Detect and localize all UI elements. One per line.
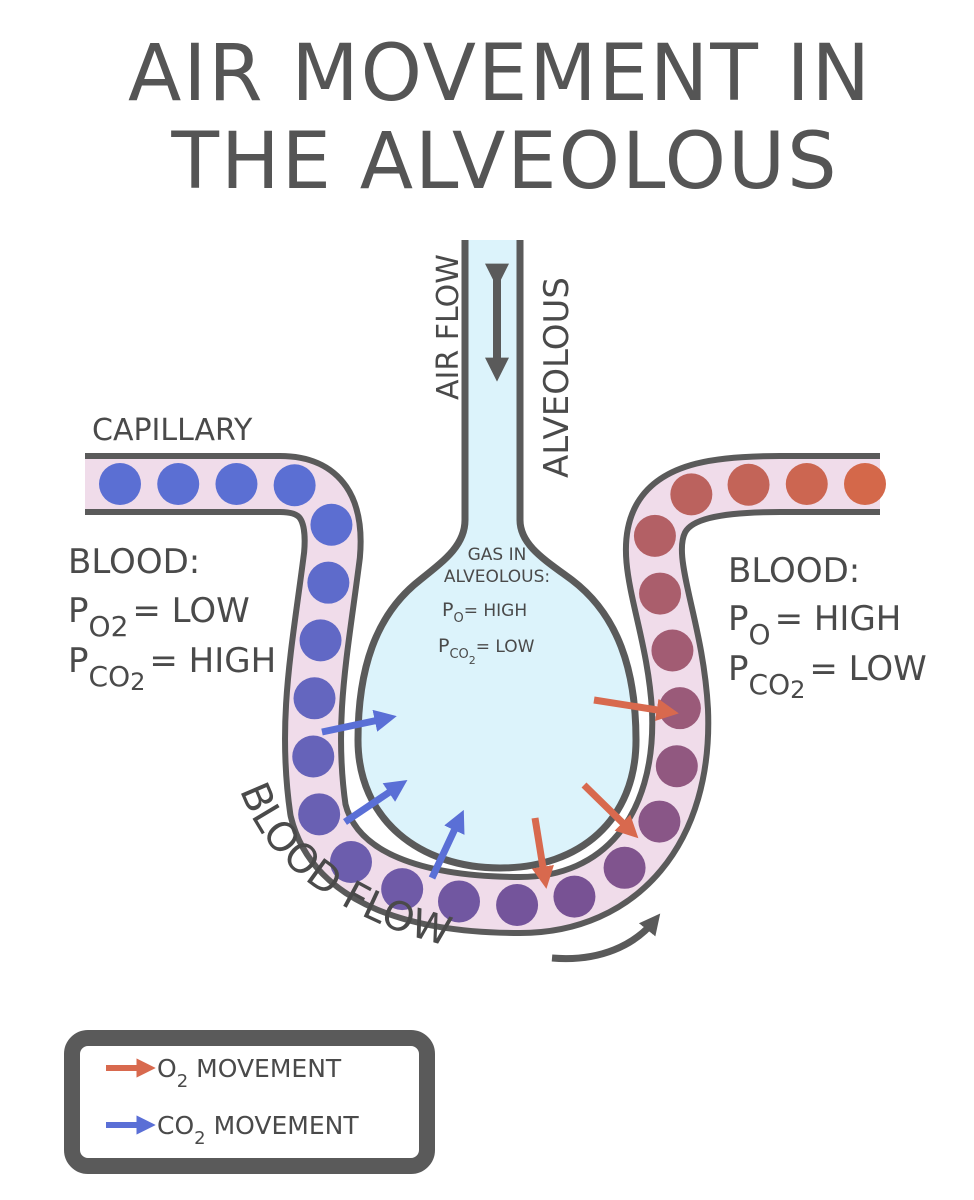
blood-cell [844, 463, 886, 505]
o2-arrow [593, 696, 679, 721]
blood-cell [670, 473, 713, 516]
legend-box [64, 1030, 435, 1174]
blood-cell [633, 514, 676, 557]
blood-cell [293, 677, 336, 720]
blood-cell [273, 464, 316, 507]
blood-cell [638, 800, 681, 843]
blood-cell [496, 883, 539, 926]
blood-left-text: BLOOD: PO2= LOW PCO2= HIGH [68, 542, 276, 696]
blood-cell [299, 619, 342, 662]
title-line-2: THE ALVEOLOUS [170, 117, 838, 207]
o2-arrow [531, 817, 554, 889]
blood-right-heading: BLOOD: [728, 551, 860, 591]
blood-cells [99, 463, 886, 926]
blood-cell [727, 463, 770, 506]
o2-arrow [581, 782, 639, 839]
alveolous-label: ALVEOLOUS [537, 277, 577, 478]
blood-cell [603, 846, 646, 889]
blood-cell [437, 880, 480, 923]
blood-cell [553, 875, 596, 918]
gas-p-o-line: PO= HIGH [442, 599, 527, 626]
blood-right-text: BLOOD: PO= HIGH PCO2= LOW [728, 551, 927, 704]
blood-right-pco2: PCO2= LOW [728, 649, 927, 704]
blood-cell [307, 561, 350, 604]
blood-cell [651, 629, 694, 672]
gas-heading-1: GAS IN [468, 545, 527, 565]
blood-cell [785, 463, 828, 505]
blood-left-pco2: PCO2= HIGH [68, 641, 276, 696]
co2-arrow [428, 809, 465, 880]
blood-cell [655, 745, 698, 788]
blood-flow-arrow [551, 913, 661, 963]
blood-cell [310, 503, 353, 546]
co2-arrow [321, 709, 397, 736]
blood-cell [215, 463, 258, 505]
gas-heading-2: ALVEOLOUS: [444, 567, 550, 587]
air-flow-label: AIR FLOW [431, 254, 466, 400]
blood-left-heading: BLOOD: [68, 542, 200, 582]
blood-cell [298, 793, 341, 836]
title-line-1: AIR MOVEMENT IN [128, 29, 872, 119]
blood-cell [639, 572, 682, 615]
alveolus-sac [354, 240, 640, 872]
co2-arrow [343, 779, 408, 825]
capillary-label: CAPILLARY [92, 413, 253, 448]
gas-p-co2-line: PCO2= LOW [438, 635, 535, 667]
gas-in-alveolous-text: GAS IN ALVEOLOUS: PO= HIGH PCO2= LOW [438, 545, 550, 667]
blood-right-po: PO= HIGH [728, 599, 901, 651]
blood-cell [292, 735, 335, 778]
blood-cell [99, 463, 141, 505]
blood-left-po2: PO2= LOW [68, 591, 250, 643]
blood-cell [329, 841, 372, 884]
o2-movement-arrows [531, 696, 679, 889]
blood-cell [157, 463, 200, 505]
co2-movement-arrows [321, 709, 465, 880]
blood-cell [381, 868, 424, 911]
